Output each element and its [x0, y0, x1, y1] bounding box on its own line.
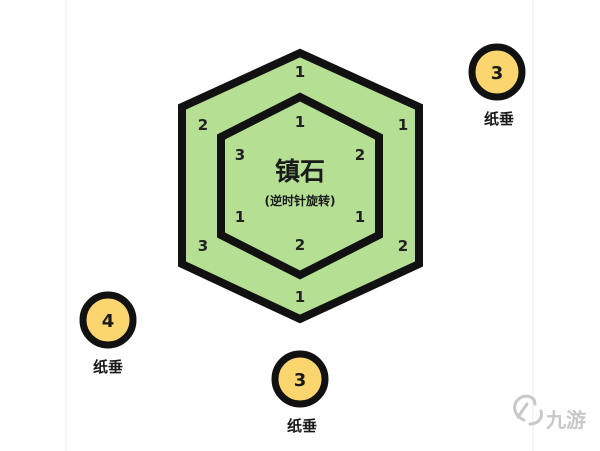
center-title: 镇石 [275, 157, 325, 186]
weight-left-value: 4 [102, 311, 115, 332]
outer-ring-top-number: 1 [295, 63, 305, 81]
outer-ring-lower-left-number: 3 [198, 237, 208, 255]
jiuyou-logo-icon [513, 394, 543, 426]
weight-left[interactable]: 4 纸垂 [79, 291, 137, 376]
inner-ring-lower-right-number: 1 [355, 208, 365, 226]
weight-bottom-label: 纸垂 [287, 417, 317, 435]
center-subtitle: (逆时针旋转) [265, 193, 336, 208]
inner-hexagon-ring[interactable] [217, 92, 383, 280]
inner-ring-bottom-number: 2 [295, 236, 305, 254]
weight-top-right-label: 纸垂 [484, 110, 514, 128]
weight-left-label: 纸垂 [93, 358, 123, 376]
inner-ring-top-number: 1 [295, 113, 305, 131]
weight-bottom[interactable]: 3 纸垂 [271, 350, 329, 435]
weight-top-right-disc[interactable] [468, 43, 526, 101]
weight-left-disc[interactable] [79, 291, 137, 349]
outer-ring-lower-right-number: 2 [398, 237, 408, 255]
outer-ring-upper-right-number: 1 [398, 116, 408, 134]
weight-top-right[interactable]: 3 纸垂 [468, 43, 526, 128]
watermark-text: 九游 [545, 408, 586, 432]
weight-bottom-value: 3 [294, 370, 307, 391]
outer-ring-upper-left-number: 2 [198, 116, 208, 134]
weight-top-right-value: 3 [491, 63, 504, 84]
watermark: 九游 [513, 394, 586, 432]
inner-ring-upper-left-number: 3 [235, 146, 245, 164]
inner-ring-lower-left-number: 1 [235, 208, 245, 226]
outer-ring-bottom-number: 1 [295, 288, 305, 306]
weight-bottom-disc[interactable] [271, 350, 329, 408]
inner-ring-upper-right-number: 2 [355, 146, 365, 164]
